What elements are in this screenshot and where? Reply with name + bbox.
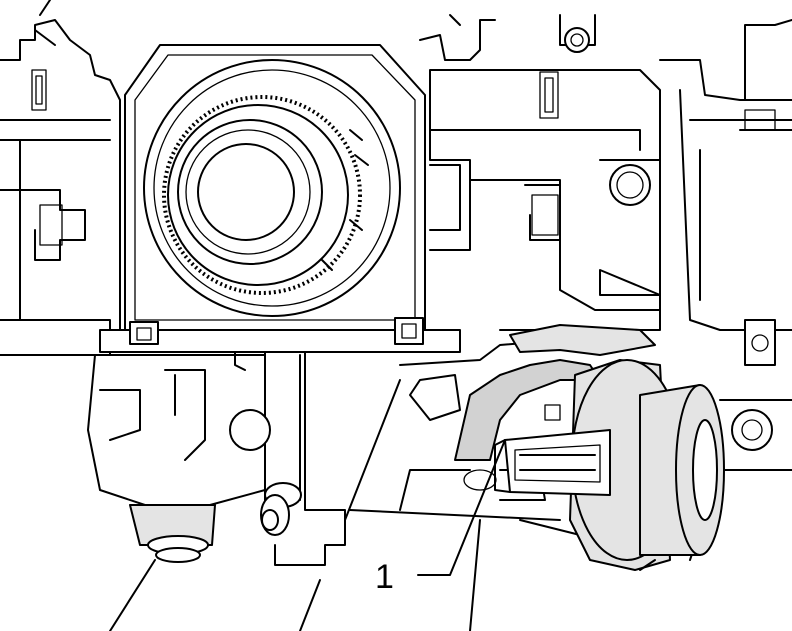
switch-module-connector [454,324,725,571]
column-bracket [229,339,481,631]
left-switch-housing [0,0,121,356]
far-right-bracket [559,14,792,471]
rotary-ring-assembly [143,59,401,317]
lower-left-stalk-housing [87,349,266,631]
callout-label-1: 1 [375,558,394,596]
right-switch-housing [419,14,661,331]
callout-1: 1 [375,439,506,596]
